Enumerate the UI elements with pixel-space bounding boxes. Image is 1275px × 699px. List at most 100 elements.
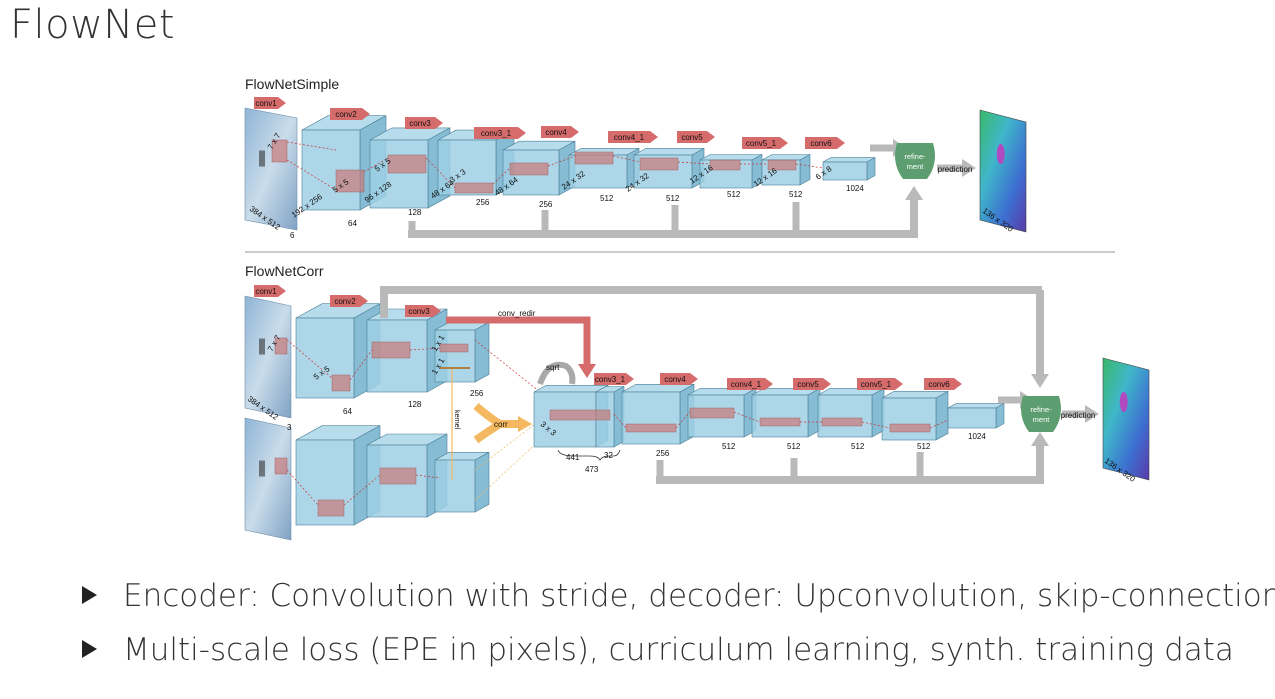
- corr-merge-arrow: [473, 402, 520, 444]
- corr-label: corr: [494, 420, 508, 429]
- conv-arrow: conv5_1: [742, 137, 788, 149]
- kernel-patch: [371, 341, 411, 359]
- channel-label: 64: [343, 407, 352, 416]
- conv-label: conv5: [797, 380, 819, 389]
- kernel-patch: [317, 499, 345, 517]
- bullet-text: Multi-scale loss (EPE in pixels), curric…: [123, 632, 1234, 668]
- conv-arrow: conv4: [541, 126, 579, 138]
- prediction-label: prediction: [1061, 411, 1096, 420]
- kernel-patch: [759, 417, 801, 427]
- channel-label: 1024: [846, 184, 864, 193]
- receptive-field-line: [286, 159, 337, 191]
- conv-label: conv3_1: [481, 129, 512, 138]
- bullet-triangle-icon: [82, 639, 97, 658]
- kernel-patch: [331, 374, 351, 392]
- block-side: [474, 451, 490, 513]
- conv-arrow-shape: [254, 97, 286, 109]
- channel-label: 512: [722, 442, 736, 451]
- kernel-patch: [889, 423, 931, 433]
- chair-silhouette-icon: [259, 150, 265, 167]
- receptive-field-line: [474, 339, 541, 393]
- slide-title: FlowNet: [10, 2, 176, 48]
- conv-arrow: conv1: [254, 285, 286, 297]
- channel-label: 512: [789, 190, 803, 199]
- channel-label: 512: [851, 442, 865, 451]
- conv-arrow: conv6: [805, 137, 845, 149]
- channel-label: 128: [408, 208, 422, 217]
- flow-plane: [1102, 357, 1150, 481]
- feature-block: [751, 387, 821, 438]
- image-plane: [244, 107, 298, 231]
- refinement-shape: [1021, 396, 1061, 432]
- conv-label: conv1: [255, 287, 277, 296]
- kernel-patch: [625, 423, 677, 433]
- kernel-patch: [454, 182, 494, 194]
- conv-arrow-shape: [660, 373, 698, 385]
- conv-label: conv4: [664, 375, 686, 384]
- flow-output: [979, 109, 1027, 233]
- conv-arrow: conv2: [330, 108, 370, 120]
- kernel-patch: [767, 159, 797, 171]
- image-plane: [244, 295, 292, 419]
- channel-label: 1024: [968, 432, 986, 441]
- conv-label: conv1: [255, 99, 277, 108]
- conv-arrow: conv5_1: [857, 378, 903, 390]
- brace-label: 441: [566, 453, 580, 462]
- conv-label: conv4_1: [614, 133, 645, 142]
- input-image-1: [244, 295, 292, 419]
- bullet-list: Encoder: Convolution with stride, decode…: [82, 578, 1275, 686]
- feature-block: [881, 390, 949, 441]
- block-side: [935, 390, 949, 441]
- channel-label: 64: [348, 219, 357, 228]
- arrow-head-icon: [578, 364, 596, 378]
- conv-label: conv4: [545, 128, 567, 137]
- conv-arrow-shape: [541, 126, 579, 138]
- bullet-text: Encoder: Convolution with stride, decode…: [123, 578, 1275, 614]
- conv-arrow-shape: [405, 117, 443, 129]
- arrow-head-icon: [1085, 405, 1099, 423]
- receptive-field-line: [861, 421, 891, 429]
- conv-arrow: conv6: [924, 378, 962, 390]
- receptive-field-line: [613, 413, 627, 429]
- kernel-label: kernel: [453, 410, 460, 430]
- conv-arrow: conv4_1: [727, 378, 773, 390]
- feature-block: [434, 451, 490, 513]
- receptive-field-line: [675, 411, 691, 429]
- conv-arrow: conv5: [793, 378, 831, 390]
- flow-output: [1102, 357, 1150, 481]
- block-top: [947, 403, 1005, 409]
- block-front: [434, 329, 476, 383]
- conv-arrow: conv2: [330, 295, 368, 307]
- kernel-patch: [387, 154, 427, 174]
- kernel-patch: [549, 409, 611, 421]
- flownet-architecture-diagram: FlowNetSimple FlowNetCorr 384 x 5126conv…: [244, 76, 1150, 541]
- conv-arrow-shape: [594, 373, 634, 385]
- conv-arrow: conv5: [677, 131, 715, 143]
- block-front: [434, 459, 476, 513]
- conv-arrow-shape: [793, 378, 831, 390]
- conv-label: conv3: [408, 307, 430, 316]
- conv-label: conv5: [681, 133, 703, 142]
- channel-label: 6: [290, 231, 295, 240]
- conv-arrow-shape: [857, 378, 903, 390]
- channel-label: 256: [476, 198, 490, 207]
- conv-label: conv6: [810, 139, 832, 148]
- kernel-patch: [379, 467, 417, 485]
- kernel-patch: [439, 343, 469, 353]
- channel-label: 256: [539, 200, 553, 209]
- conv-arrow-shape: [727, 378, 773, 390]
- block-front: [822, 161, 868, 181]
- kernel-patch: [335, 169, 365, 193]
- receptive-field-line: [286, 339, 333, 379]
- flow-plane: [979, 109, 1027, 233]
- conv-arrow-shape: [608, 131, 658, 143]
- block-side: [474, 321, 490, 383]
- prediction-label: prediction: [938, 165, 973, 174]
- conv-label: conv5_1: [746, 139, 777, 148]
- refinement-shape: [895, 143, 935, 179]
- block-front: [751, 394, 809, 438]
- conv-arrow: conv3_1: [474, 127, 526, 139]
- block-front: [881, 397, 937, 441]
- kernel-patch: [639, 157, 679, 171]
